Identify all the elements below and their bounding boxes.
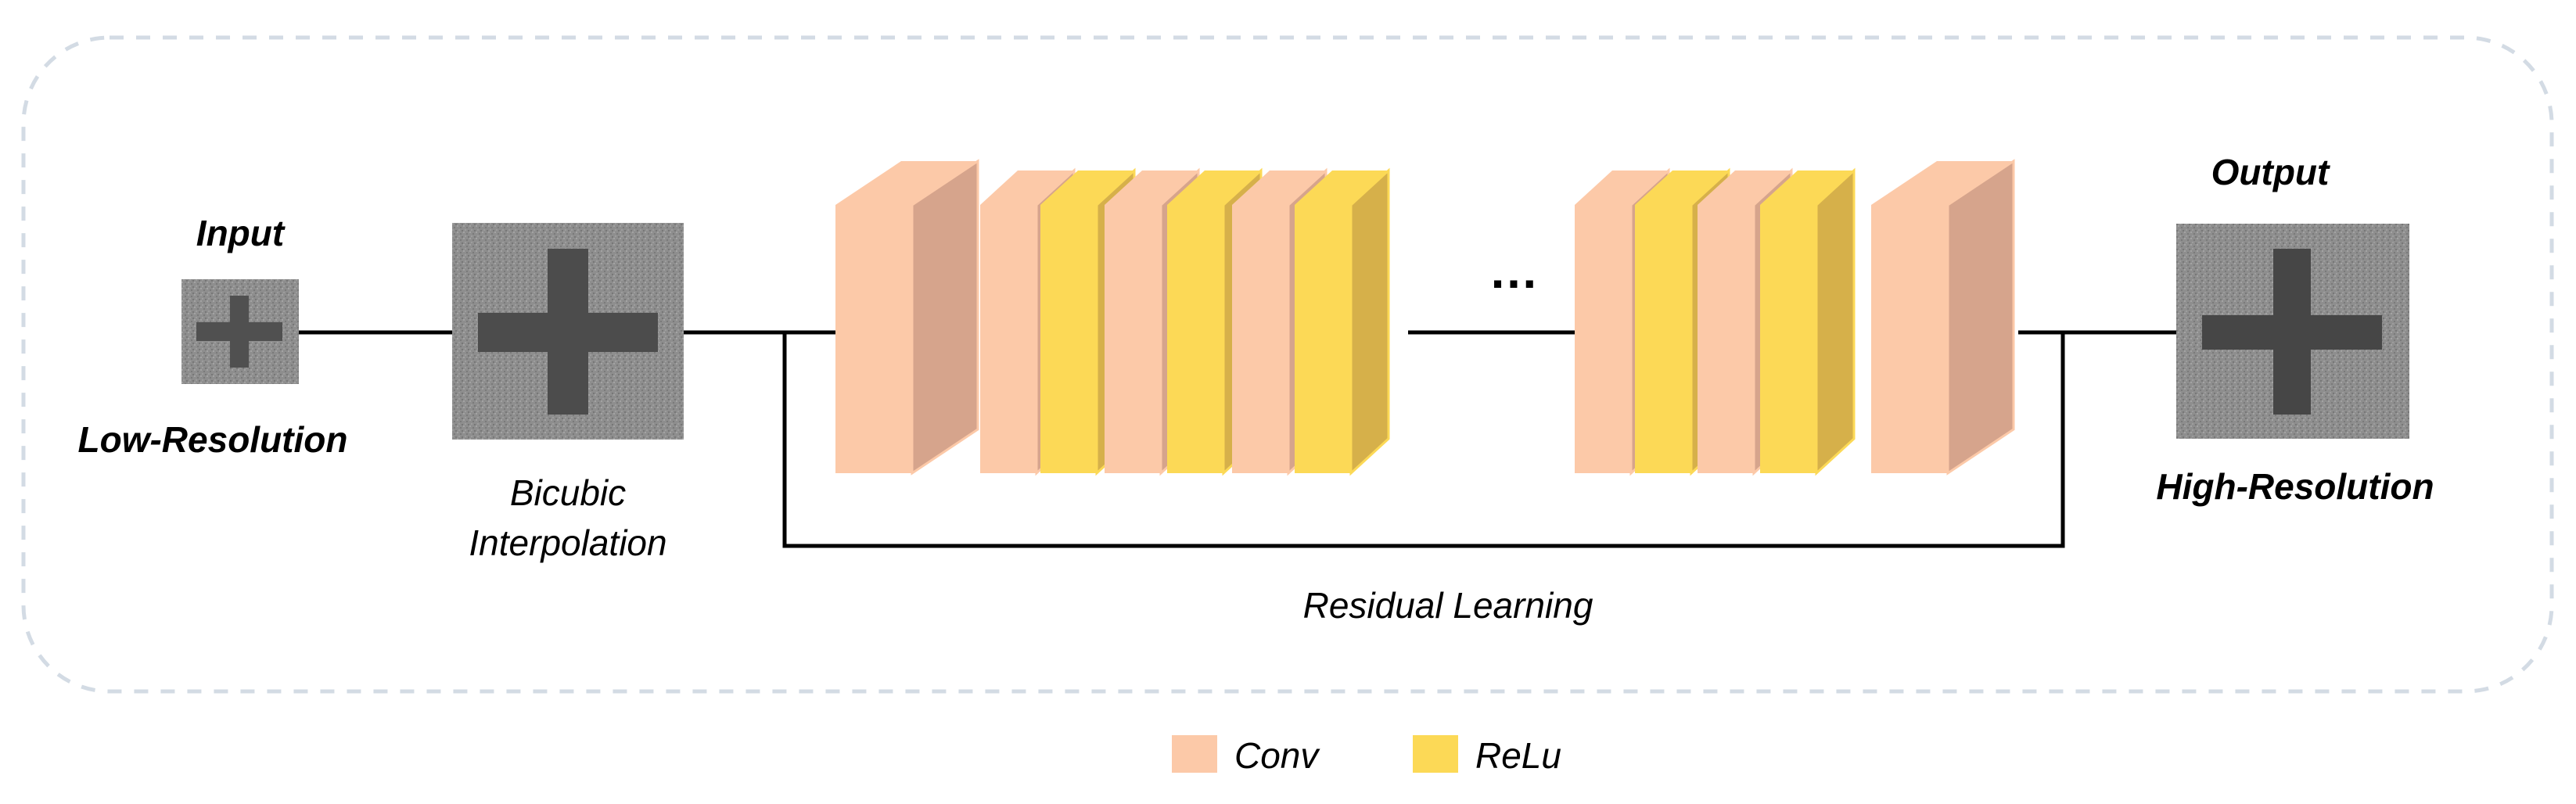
input-title: Input: [196, 213, 286, 253]
input-patch-image: [181, 279, 299, 384]
bicubic-caption-line1: Bicubic: [510, 472, 626, 513]
conv-block-b-5: [1871, 159, 2015, 476]
bicubic-caption-line2: Interpolation: [469, 522, 666, 563]
relu-block-a-7: [1295, 167, 1390, 476]
output-caption: High-Resolution: [2156, 466, 2434, 507]
legend: Conv ReLu: [1172, 735, 1561, 776]
output-patch-image: [2176, 224, 2409, 439]
legend-label-conv: Conv: [1234, 735, 1320, 776]
network-blocks: [835, 159, 2015, 476]
ellipsis: …: [1489, 242, 1539, 299]
residual-learning-label: Residual Learning: [1303, 585, 1593, 626]
legend-swatch-conv: [1172, 735, 1217, 773]
conv-block-a-1: [835, 159, 979, 476]
bicubic-patch-image: [452, 223, 684, 440]
legend-swatch-relu: [1413, 735, 1458, 773]
input-caption: Low-Resolution: [78, 419, 348, 460]
outer-frame: [21, 35, 2554, 694]
relu-block-b-4: [1760, 167, 1856, 476]
output-title: Output: [2211, 152, 2330, 192]
legend-label-relu: ReLu: [1475, 735, 1561, 776]
residual-skip-connection: [782, 332, 2065, 548]
connection-lines: [299, 330, 2176, 548]
